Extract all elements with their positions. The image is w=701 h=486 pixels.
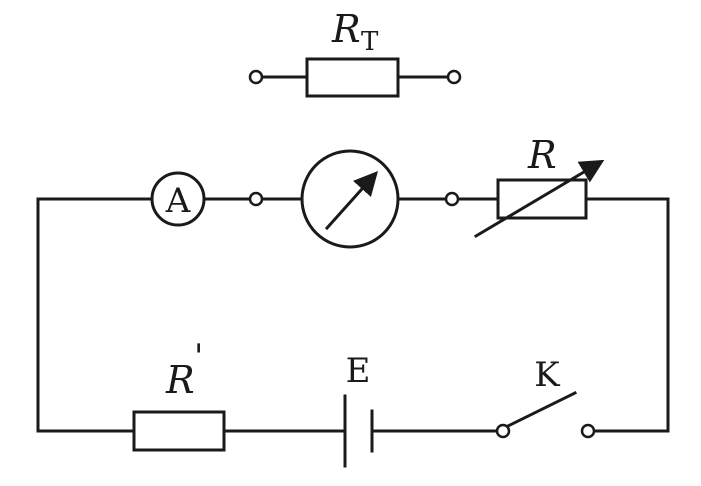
meter-terminal-left (248, 191, 264, 207)
switch-label: K (534, 355, 560, 395)
circuit-wires (36, 197, 670, 433)
fixed-resistor: R ' (132, 337, 226, 452)
fixed-resistor-body (132, 410, 226, 452)
meter-terminal-right (444, 191, 460, 207)
rheostat-body (496, 178, 588, 220)
meter (300, 149, 400, 249)
thermistor-label: R (331, 7, 361, 51)
thermistor-terminal-right (446, 69, 462, 85)
meter-needle-arrow (324, 171, 379, 231)
ammeter-circle (150, 171, 206, 227)
ammeter: A (150, 171, 206, 227)
ammeter-label: A (165, 181, 191, 221)
rheostat-label: R (527, 133, 557, 177)
thermistor-terminal-left (248, 69, 264, 85)
thermistor-component: R T (248, 7, 462, 98)
switch-lever (505, 390, 578, 429)
switch-terminal-left (495, 423, 511, 439)
rheostat-arrow (473, 159, 605, 239)
switch: K (495, 355, 596, 439)
fixed-resistor-label: R (165, 358, 195, 402)
rheostat: R (473, 133, 605, 239)
thermistor-label-subscript: T (361, 27, 379, 57)
battery: E (343, 351, 374, 468)
switch-terminal-right (580, 423, 596, 439)
thermistor-body (305, 57, 400, 98)
fixed-resistor-prime: ' (194, 337, 203, 377)
battery-label: E (346, 351, 371, 391)
meter-circle (300, 149, 400, 249)
